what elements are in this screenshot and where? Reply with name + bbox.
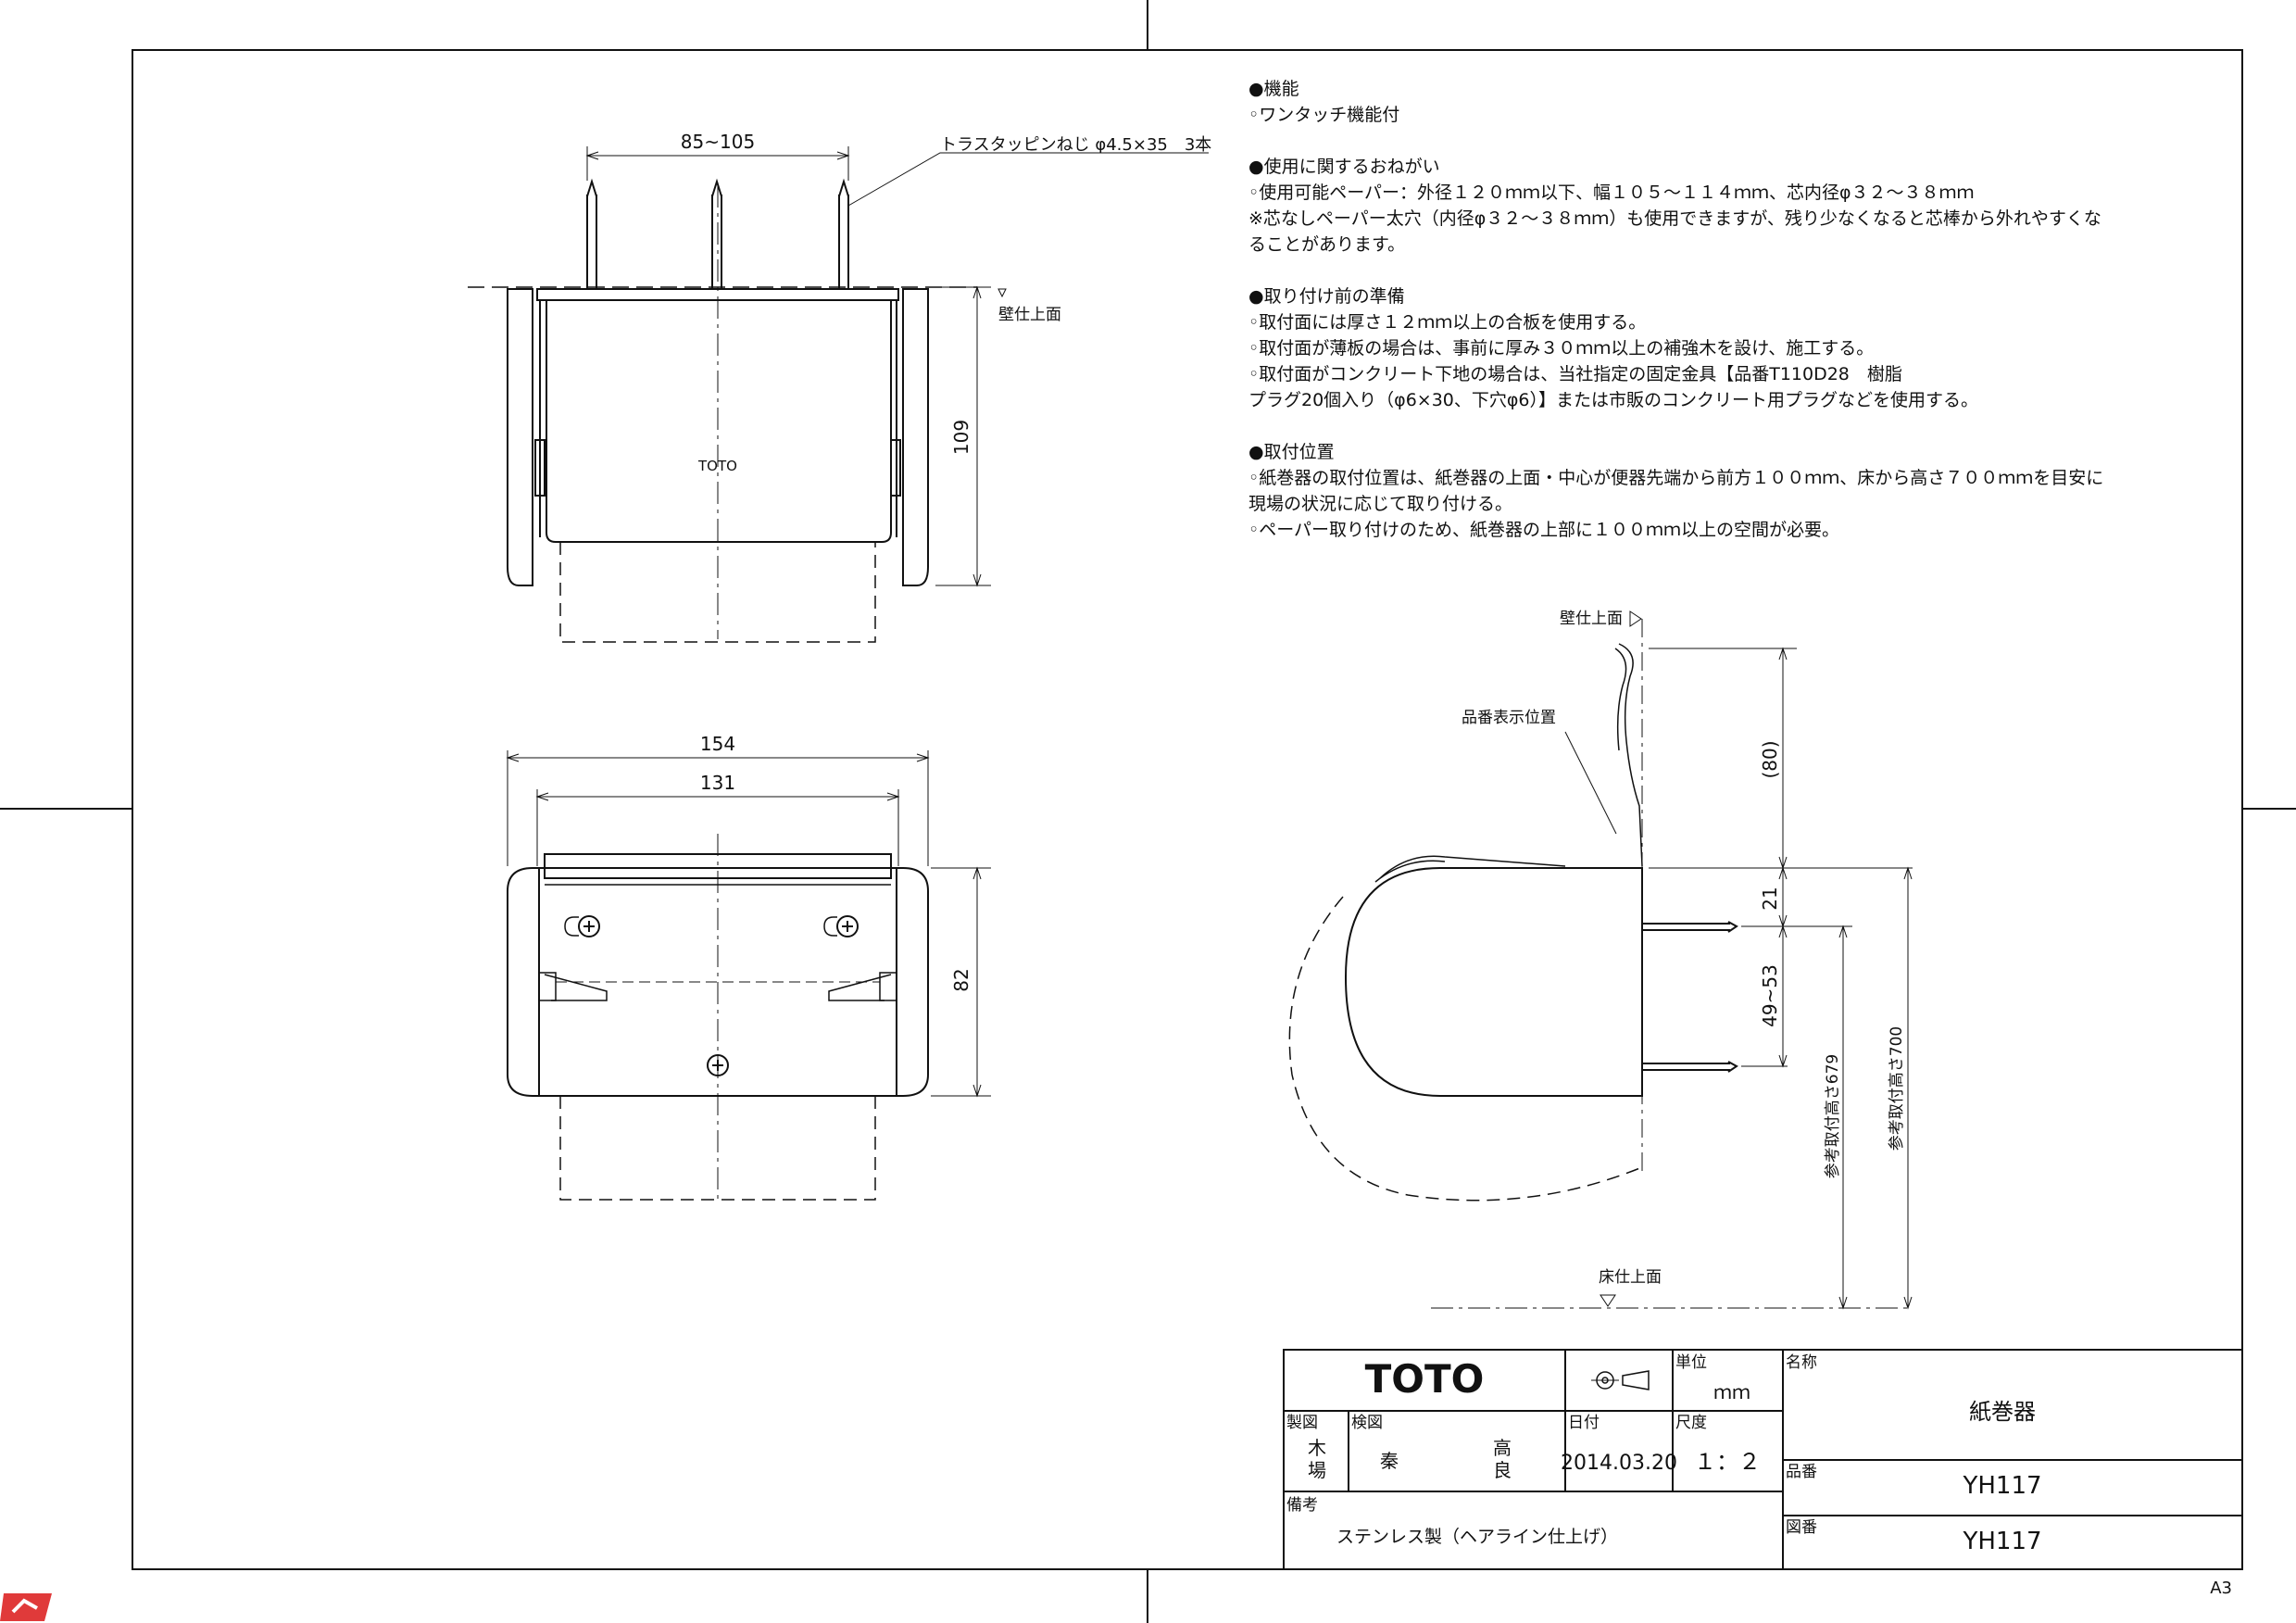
dim-21: 21 [1759,887,1781,910]
checked-by-1: 秦 [1380,1450,1399,1472]
heading-function: ●機能 [1248,79,1299,99]
dim-49-53: 49~53 [1759,964,1781,1027]
date-label: 日付 [1568,1414,1600,1432]
date-value: 2014.03.20 [1561,1452,1677,1475]
screw-icon [711,178,722,289]
floor-label: 床仕上面 [1599,1268,1662,1287]
note-line: ◦紙巻器の取付位置は、紙巻器の上面・中心が便器先端から前方１００ｍｍ、床から高さ… [1248,468,2104,488]
name-value: 紙巻器 [1969,1399,2036,1425]
dim-height-109: 109 [950,420,972,455]
top-view [468,146,1209,643]
scale-value: １：２ [1694,1449,1761,1475]
drawn-by: 木 [1308,1437,1326,1459]
front-view [506,750,991,1201]
note-line: ◦使用可能ペーパー：外径１２０ｍｍ以下、幅１０５～１１４ｍｍ、芯内径φ３２～３８… [1248,182,1975,203]
notes-section: ●機能 ◦ワンタッチ機能付 ●使用に関するおねがい ◦使用可能ペーパー：外径１２… [1248,76,2230,543]
checked-by-2: 高 [1493,1437,1512,1459]
note-line: ◦取付面には厚さ１２ｍｍ以上の合板を使用する。 [1248,312,1647,333]
screw-note: トラスタッピンねじ φ4.5×35 3本 [940,135,1211,155]
svg-text:良: 良 [1493,1459,1512,1481]
part-no-label: 品番 [1786,1463,1817,1481]
stamp-logo-icon [0,1593,52,1621]
part-no-value: YH117 [1962,1472,2041,1500]
model-position-label: 品番表示位置 [1462,709,1556,727]
ref-height-679: 参考取付高さ679 [1824,1054,1842,1178]
drawing-no-label: 図番 [1786,1518,1817,1537]
drawing-no-value: YH117 [1962,1528,2041,1555]
projection-symbol-icon [1591,1370,1650,1390]
remarks-label: 備考 [1286,1496,1318,1515]
heading-preparation: ●取り付け前の準備 [1248,286,1405,307]
note-line: ◦取付面がコンクリート下地の場合は、当社指定の固定金具【品番T110D28 樹脂 [1248,364,1902,384]
unit-value: ｍｍ [1713,1381,1750,1403]
note-line: ◦ワンタッチ機能付 [1248,105,1400,125]
note-line: ※芯なしペーパー太穴（内径φ３２～３８ｍｍ）も使用できますが、残り少なくなると芯… [1248,208,2102,229]
note-line: プラグ20個入り（φ6×30、下穴φ6）】または市販のコンクリート用プラグなどを… [1248,390,1979,410]
dim-outer-width: 154 [700,733,735,755]
note-line: 現場の状況に応じて取り付ける。 [1248,494,1513,514]
sheet-size: A3 [2210,1579,2232,1598]
screw-icon [586,178,597,289]
dim-inner-width: 131 [700,772,735,794]
wall-label-side: 壁仕上面 [1560,610,1623,628]
ref-height-700: 参考取付高さ700 [1888,1026,1906,1151]
unit-label: 単位 [1675,1353,1707,1372]
brand-logo: TOTO [1365,1356,1485,1402]
side-view [1288,610,1913,1310]
name-label: 名称 [1786,1353,1817,1372]
note-line: ◦ペーパー取り付けのため、紙巻器の上部に１００ｍｍ以上の空間が必要。 [1248,520,1840,540]
note-line: ◦取付面が薄板の場合は、事前に厚み３０ｍｍ以上の補強木を設け、施工する。 [1248,338,1875,359]
screw-hole-icon [823,915,859,937]
remarks-value: ステンレス製（ヘアライン仕上げ） [1336,1527,1618,1547]
heading-usage: ●使用に関するおねがい [1248,157,1440,177]
dim-80: (80) [1759,740,1781,778]
screw-hole-icon [564,915,600,937]
svg-text:場: 場 [1308,1459,1326,1481]
drawn-label: 製図 [1286,1414,1318,1432]
scale-label: 尺度 [1675,1414,1707,1432]
heading-position: ●取付位置 [1248,442,1335,462]
dim-screw-spacing: 85~105 [681,131,755,153]
wall-label-top: 壁仕上面 [998,306,1061,324]
screw-icon [838,178,849,289]
note-line: ることがあります。 [1248,234,1406,255]
brand-mark: TOTO [697,458,737,474]
checked-label: 検図 [1351,1414,1383,1432]
dim-depth-82: 82 [950,968,972,991]
title-block [1283,1349,2243,1570]
